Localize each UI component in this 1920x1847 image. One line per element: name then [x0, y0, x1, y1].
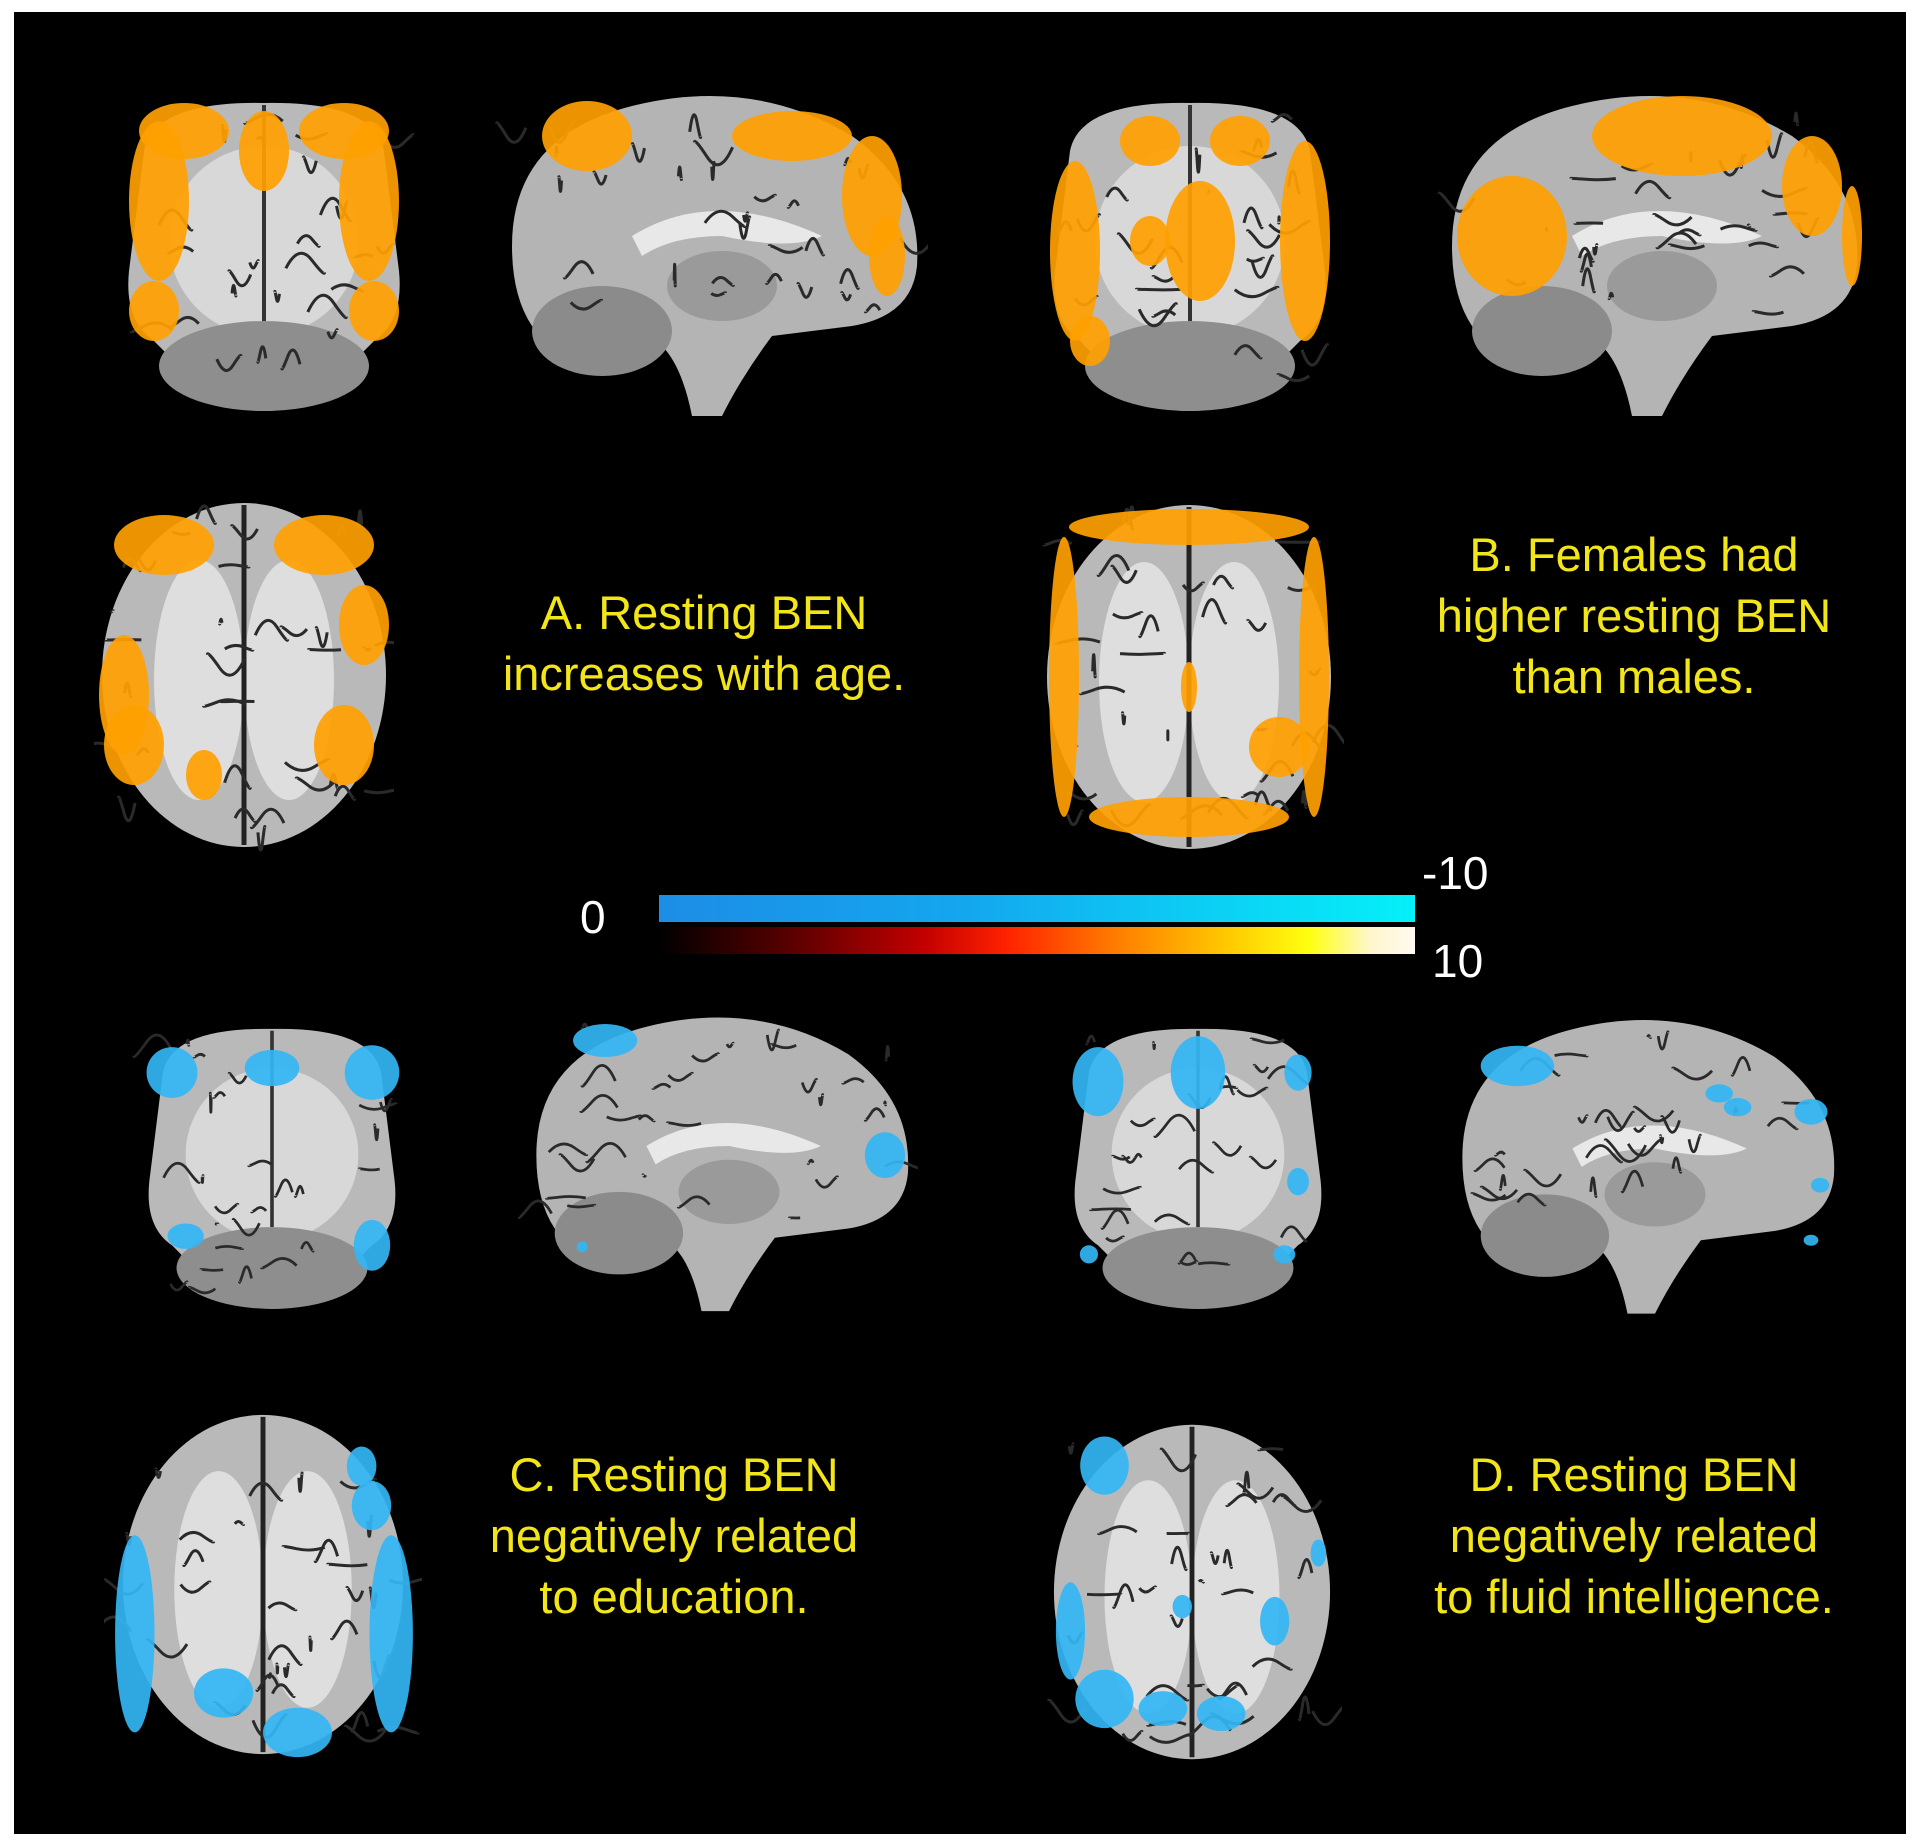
caption-line: negatively related [489, 1509, 859, 1562]
caption-line: than males. [1512, 650, 1756, 703]
colorbar-negative [659, 895, 1415, 922]
colorbar-pos-label: 10 [1432, 935, 1484, 987]
brain-sagittal-a [492, 76, 928, 420]
colorbar-neg-label: -10 [1422, 847, 1489, 899]
caption-line: A. Resting BEN [540, 586, 868, 639]
caption-line: to fluid intelligence. [1434, 1570, 1834, 1623]
brain-sagittal-b [1432, 76, 1868, 420]
caption-line: D. Resting BEN [1469, 1448, 1799, 1501]
caption-line: negatively related [1449, 1509, 1819, 1562]
figure-panel: A. Resting BEN increases with age. B. Fe… [14, 12, 1906, 1834]
caption-line: to education. [539, 1570, 809, 1623]
brain-axial-b [1034, 497, 1344, 857]
brain-sagittal-c [518, 992, 918, 1322]
caption-line: increases with age. [502, 647, 906, 700]
brain-axial-a [94, 495, 394, 855]
colorbar-zero-label: 0 [580, 891, 606, 943]
brain-axial-d [1042, 1417, 1342, 1767]
caption-panel-b: B. Females had higher resting BEN than m… [1384, 524, 1884, 707]
brain-coronal-d [1058, 1018, 1338, 1318]
caption-panel-d: D. Resting BEN negatively related to flu… [1384, 1444, 1884, 1627]
caption-line: C. Resting BEN [509, 1448, 839, 1501]
caption-line: higher resting BEN [1436, 589, 1832, 642]
brain-axial-c [104, 1407, 422, 1762]
caption-panel-c: C. Resting BEN negatively related to edu… [424, 1444, 924, 1627]
brain-coronal-a [114, 91, 414, 421]
caption-line: B. Females had [1469, 528, 1799, 581]
brain-coronal-c [132, 1018, 412, 1318]
caption-panel-a: A. Resting BEN increases with age. [454, 582, 954, 704]
brain-coronal-b [1040, 91, 1340, 421]
colorbar-positive [659, 927, 1415, 954]
brain-sagittal-d [1444, 997, 1844, 1322]
